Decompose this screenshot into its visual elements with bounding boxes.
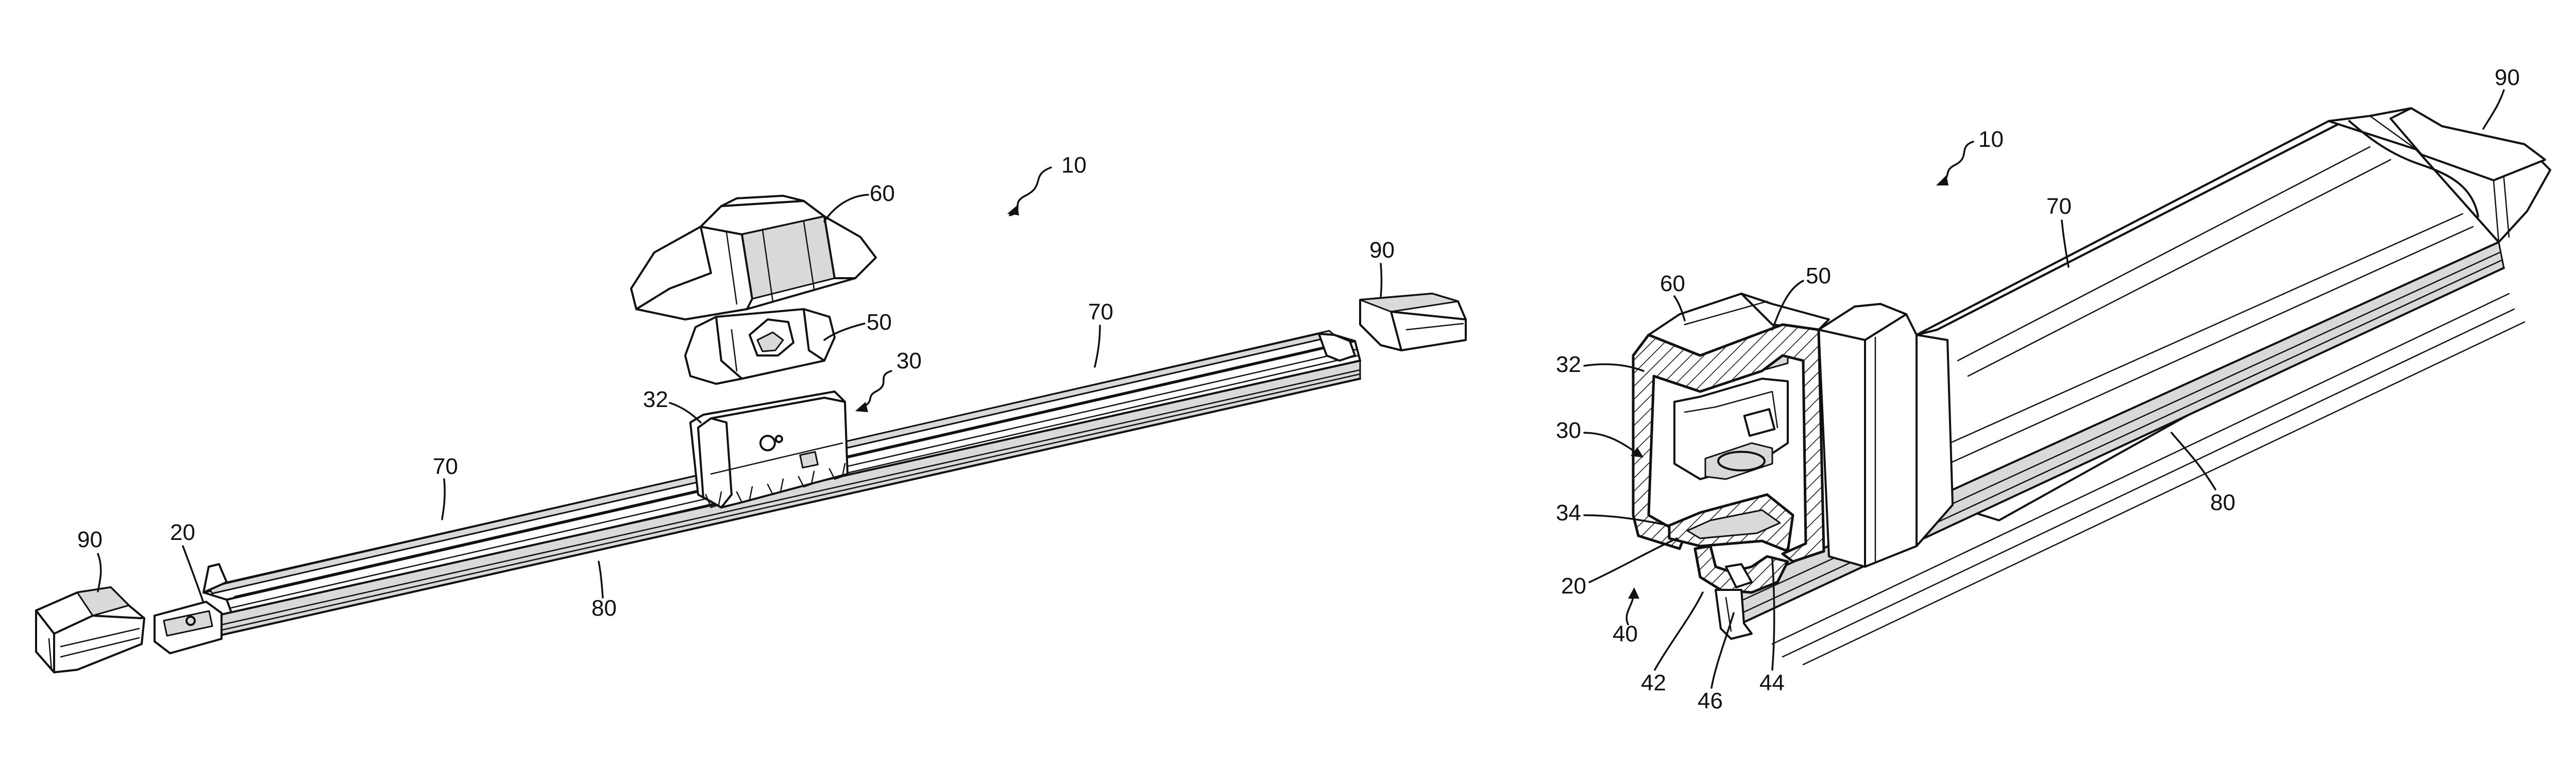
label-46-right: 46 xyxy=(1698,688,1723,714)
label-10-right: 10 xyxy=(1978,127,2004,152)
label-50-left: 50 xyxy=(867,310,892,335)
leader-80-left xyxy=(599,562,603,598)
leader-70-left-b xyxy=(1095,326,1100,367)
right-end-cap-left-figure xyxy=(1360,294,1466,350)
left-end-cap xyxy=(36,587,144,672)
leader-70-left-a xyxy=(442,479,445,519)
label-20-right: 20 xyxy=(1561,573,1586,599)
leader-42-right xyxy=(1655,592,1703,670)
right-figure: 10 90 70 80 60 50 32 30 34 20 40 xyxy=(1556,65,2550,714)
leader-10-right xyxy=(1940,142,1973,183)
label-34-right: 34 xyxy=(1556,500,1581,525)
left-figure: 10 60 50 30 32 90 20 70 70 80 90 xyxy=(36,152,1466,672)
label-60: 60 xyxy=(870,181,895,206)
leader-90-right xyxy=(2483,90,2504,129)
label-32-left: 32 xyxy=(643,387,668,412)
label-90-right-cap: 90 xyxy=(1369,238,1395,263)
label-10-left: 10 xyxy=(1061,152,1087,178)
insert-part-50 xyxy=(685,309,835,384)
label-90-right: 90 xyxy=(2495,65,2520,90)
leader-40-right xyxy=(1626,595,1633,624)
leader-44-right xyxy=(1772,559,1774,670)
leader-60 xyxy=(824,195,868,222)
label-80-left: 80 xyxy=(591,596,617,621)
label-30-right: 30 xyxy=(1556,418,1581,443)
label-30-left: 30 xyxy=(896,348,922,374)
label-70-right: 70 xyxy=(2046,194,2072,219)
right-connector-block xyxy=(1819,304,1953,567)
leader-90-left-cap xyxy=(98,554,101,591)
cover-part-60 xyxy=(631,196,876,319)
label-90-left-cap: 90 xyxy=(77,527,103,552)
label-80-right: 80 xyxy=(2210,490,2235,515)
label-44-right: 44 xyxy=(1759,670,1785,696)
leader-20-right xyxy=(1589,538,1677,582)
leader-20-left xyxy=(183,546,204,603)
label-40-right: 40 xyxy=(1613,621,1638,647)
label-50-right: 50 xyxy=(1806,263,1831,289)
label-70-left-a: 70 xyxy=(433,454,458,479)
label-60-right: 60 xyxy=(1660,271,1685,296)
label-20-left: 20 xyxy=(170,520,195,545)
label-70-left-b: 70 xyxy=(1088,299,1113,325)
leader-90-right-cap xyxy=(1381,264,1382,296)
label-42-right: 42 xyxy=(1641,670,1666,696)
label-32-right: 32 xyxy=(1556,352,1581,377)
